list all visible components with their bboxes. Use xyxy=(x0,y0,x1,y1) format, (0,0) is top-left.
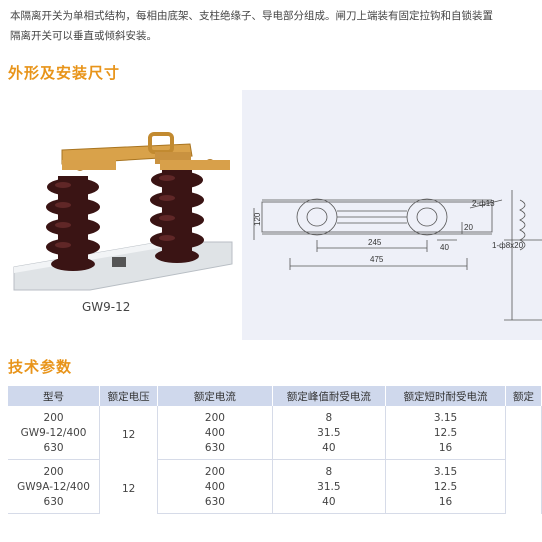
dim-20: 20 xyxy=(464,223,473,232)
header-extra: 额定 xyxy=(505,386,542,406)
table-row: 200 12 200 8 3.15 xyxy=(8,406,542,460)
cell-current: 200 xyxy=(157,459,273,479)
cell-extra xyxy=(505,406,542,460)
table-row: GW9A-12/400 400 31.5 12.5 xyxy=(8,479,542,494)
product-label: GW9-12 xyxy=(82,300,131,314)
cell-current: 630 xyxy=(157,440,273,460)
product-photo xyxy=(0,92,240,332)
cell-peak: 31.5 xyxy=(272,479,387,494)
dim-hole: 2-ф13 xyxy=(472,199,495,208)
section-title-dimensions: 外形及安装尺寸 xyxy=(8,64,121,82)
table-row: 630 630 40 16 xyxy=(8,494,542,514)
cell-peak: 8 xyxy=(272,406,387,425)
intro-line-1: 本隔离开关为单相式结构，每相由底架、支柱绝缘子、导电部分组成。闸刀上端装有固定拉… xyxy=(10,10,493,22)
dim-120: 120 xyxy=(253,212,262,226)
dimension-drawing: 120 245 475 40 20 2-ф13 1-ф8x20 xyxy=(242,90,542,340)
header-model: 型号 xyxy=(8,386,101,406)
cell-current: 200 xyxy=(157,406,273,425)
cell-voltage: 12 xyxy=(99,459,159,514)
cell-current: 400 xyxy=(157,425,273,440)
cell-peak: 31.5 xyxy=(272,425,387,440)
cell-short: 3.15 xyxy=(385,459,507,479)
table-header-row: 型号 额定电压 额定电流 额定峰值耐受电流 额定短时耐受电流 额定 xyxy=(8,386,542,406)
table-row: 200 12 200 8 3.15 xyxy=(8,459,542,514)
cell-peak: 8 xyxy=(272,459,387,479)
intro-text: 本隔离开关为单相式结构，每相由底架、支柱绝缘子、导电部分组成。闸刀上端装有固定拉… xyxy=(10,6,542,46)
cell-model: GW9-12/400 xyxy=(8,425,101,440)
header-voltage: 额定电压 xyxy=(99,386,159,406)
cell-short: 12.5 xyxy=(385,425,507,440)
cell-short: 12.5 xyxy=(385,479,507,494)
table-row: 630 630 40 16 xyxy=(8,440,542,460)
params-table: 型号 额定电压 额定电流 额定峰值耐受电流 额定短时耐受电流 额定 200 12… xyxy=(8,386,542,514)
dim-slot: 1-ф8x20 xyxy=(492,241,524,250)
intro-line-2: 隔离开关可以垂直或倾斜安装。 xyxy=(10,30,157,42)
cell-extra xyxy=(505,459,542,514)
header-peak: 额定峰值耐受电流 xyxy=(272,386,387,406)
cell-current: 630 xyxy=(157,494,273,514)
cell-model: 630 xyxy=(8,440,101,460)
cell-model: 200 xyxy=(8,406,101,425)
header-short: 额定短时耐受电流 xyxy=(385,386,507,406)
cell-model: GW9A-12/400 xyxy=(8,479,101,494)
cell-peak: 40 xyxy=(272,440,387,460)
cell-peak: 40 xyxy=(272,494,387,514)
header-current: 额定电流 xyxy=(157,386,273,406)
cell-model: 630 xyxy=(8,494,101,514)
cell-short: 3.15 xyxy=(385,406,507,425)
table-row: GW9-12/400 400 31.5 12.5 xyxy=(8,425,542,440)
dim-40: 40 xyxy=(440,243,449,252)
section-title-params: 技术参数 xyxy=(8,358,73,376)
cell-short: 16 xyxy=(385,440,507,460)
dim-475: 475 xyxy=(370,255,384,264)
cell-model: 200 xyxy=(8,459,101,479)
cell-voltage: 12 xyxy=(99,406,159,460)
cell-short: 16 xyxy=(385,494,507,514)
cell-current: 400 xyxy=(157,479,273,494)
dim-245: 245 xyxy=(368,238,382,247)
